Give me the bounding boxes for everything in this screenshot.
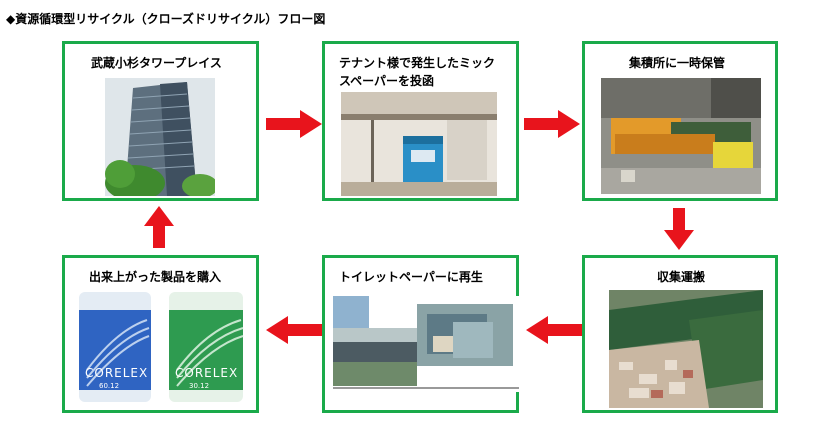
step-box-disposal: テナント様で発生したミック スペーパーを投函 [322, 41, 519, 201]
step-label-disposal-line1: テナント様で発生したミック [339, 56, 496, 70]
step-label-collection: 収集運搬 [657, 270, 706, 284]
storage-photo [601, 78, 761, 194]
product-brand-blue: CORELEX [85, 366, 149, 380]
arrow-left-2-icon [266, 316, 322, 344]
arrow-down-icon [664, 208, 694, 250]
bin-photo [341, 92, 497, 196]
building-photo [105, 78, 215, 196]
step-label-storage: 集積所に一時保管 [629, 56, 726, 70]
arrow-right-1-icon [266, 110, 322, 138]
step-box-storage: 集積所に一時保管 [582, 41, 778, 201]
arrow-up-icon [144, 206, 174, 248]
factory-photo [333, 296, 519, 392]
step-label-recycling: トイレットペーパーに再生 [339, 270, 483, 284]
step-box-building: 武蔵小杉タワープレイス [62, 41, 259, 201]
product-size-green: 30.12 [189, 382, 210, 390]
step-label-building: 武蔵小杉タワープレイス [91, 56, 222, 70]
product-photo: CORELEX 60.12 CORELEX 30.12 [77, 290, 247, 404]
arrow-right-2-icon [524, 110, 580, 138]
product-brand-green: CORELEX [175, 366, 239, 380]
product-size-blue: 60.12 [99, 382, 120, 390]
step-box-collection: 収集運搬 [582, 255, 778, 413]
step-box-product: 出来上がった製品を購入 CORELEX 60.12 CORELEX 30.12 [62, 255, 259, 413]
step-label-product: 出来上がった製品を購入 [89, 270, 222, 284]
arrow-left-1-icon [526, 316, 582, 344]
collection-photo [609, 290, 763, 408]
step-box-recycling: トイレットペーパーに再生 [322, 255, 519, 413]
step-label-disposal-line2: スペーパーを投函 [339, 74, 435, 88]
diagram-title: ◆資源循環型リサイクル（クローズドリサイクル）フロー図 [6, 12, 326, 26]
